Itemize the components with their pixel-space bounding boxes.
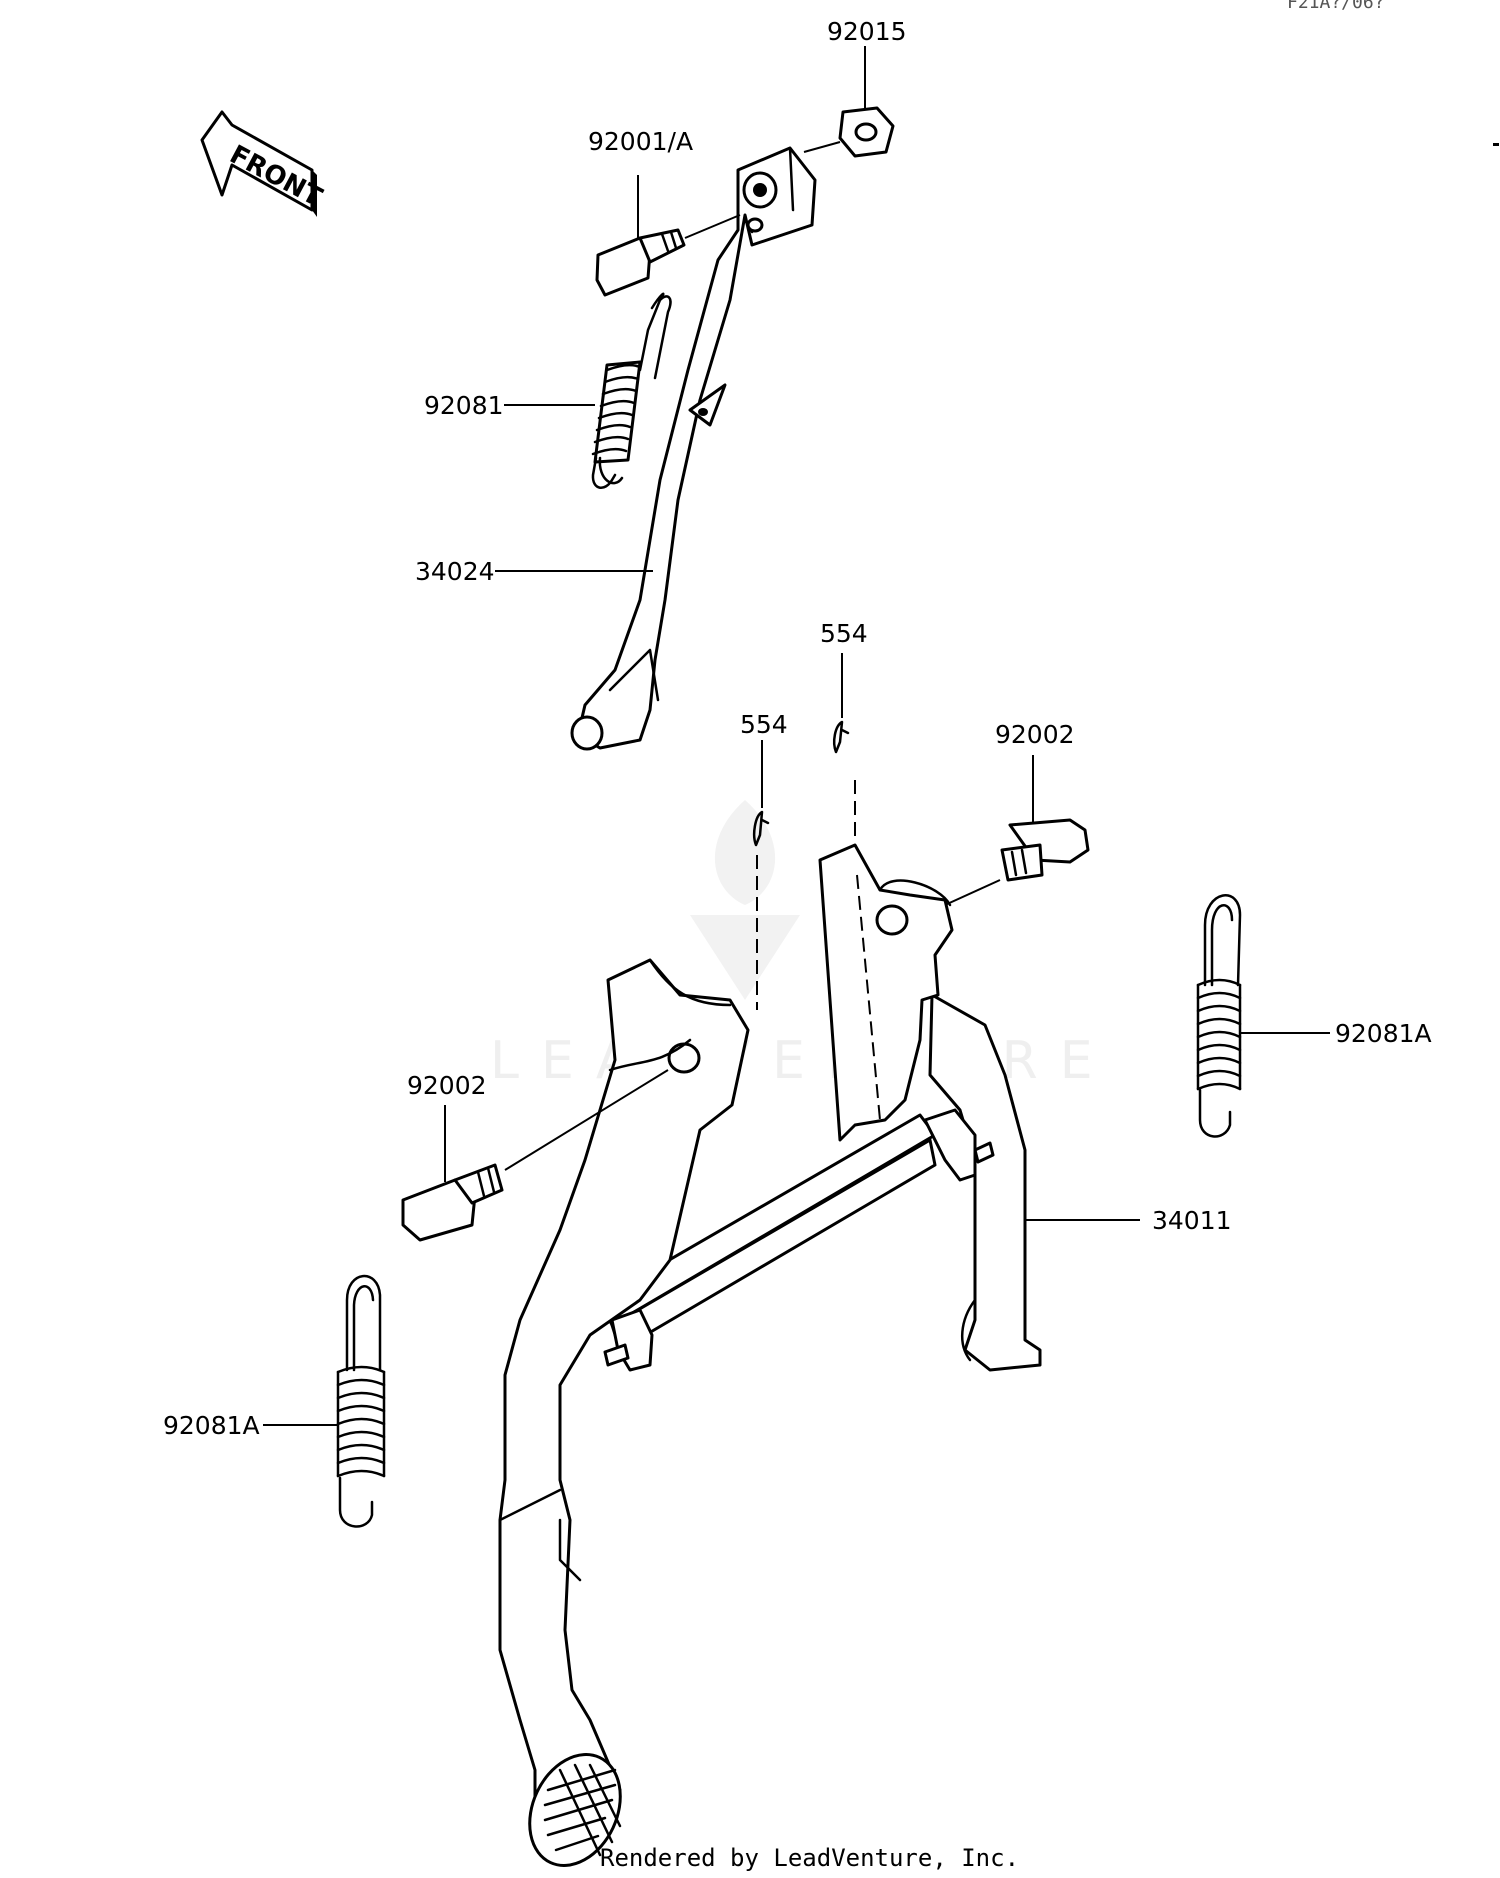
callout-34011: 34011 [1152,1206,1232,1235]
pedal-grip-icon [543,1763,622,1857]
nut-92015 [838,106,895,158]
callout-92002-left: 92002 [407,1071,487,1100]
footer-credit: Rendered by LeadVenture, Inc. [600,1844,1019,1872]
cotter-pin-554-right [833,720,850,754]
side-stand-34024 [570,146,817,751]
spring-92081 [591,292,672,489]
bolt-92001A [595,228,686,297]
leadventure-watermark: LEADVENTURE [490,800,1115,1091]
callout-92001A: 92001/A [588,127,693,156]
watermark-text: LEADVENTURE [490,1031,1115,1091]
callout-92002-right: 92002 [995,720,1075,749]
callout-554-left: 554 [740,710,788,739]
callout-34024: 34024 [415,557,495,586]
corner-tick [1493,143,1499,146]
callout-92081A-left: 92081A [163,1411,260,1440]
cotter-pin-554-left [753,810,770,847]
callout-92081: 92081 [424,391,504,420]
callout-92081A-right: 92081A [1335,1019,1432,1048]
pin-92002-right [1000,818,1090,882]
callout-554-right: 554 [820,619,868,648]
front-arrow-icon: FRONT [200,110,327,217]
spring-92081A-right [1196,894,1242,1138]
pin-92002-left [401,1163,504,1242]
callout-92015: 92015 [827,17,907,46]
center-stand-34011 [498,843,1042,1867]
spring-92081A-left [336,1274,386,1528]
corner-code: F21A?/06? [1287,0,1385,13]
